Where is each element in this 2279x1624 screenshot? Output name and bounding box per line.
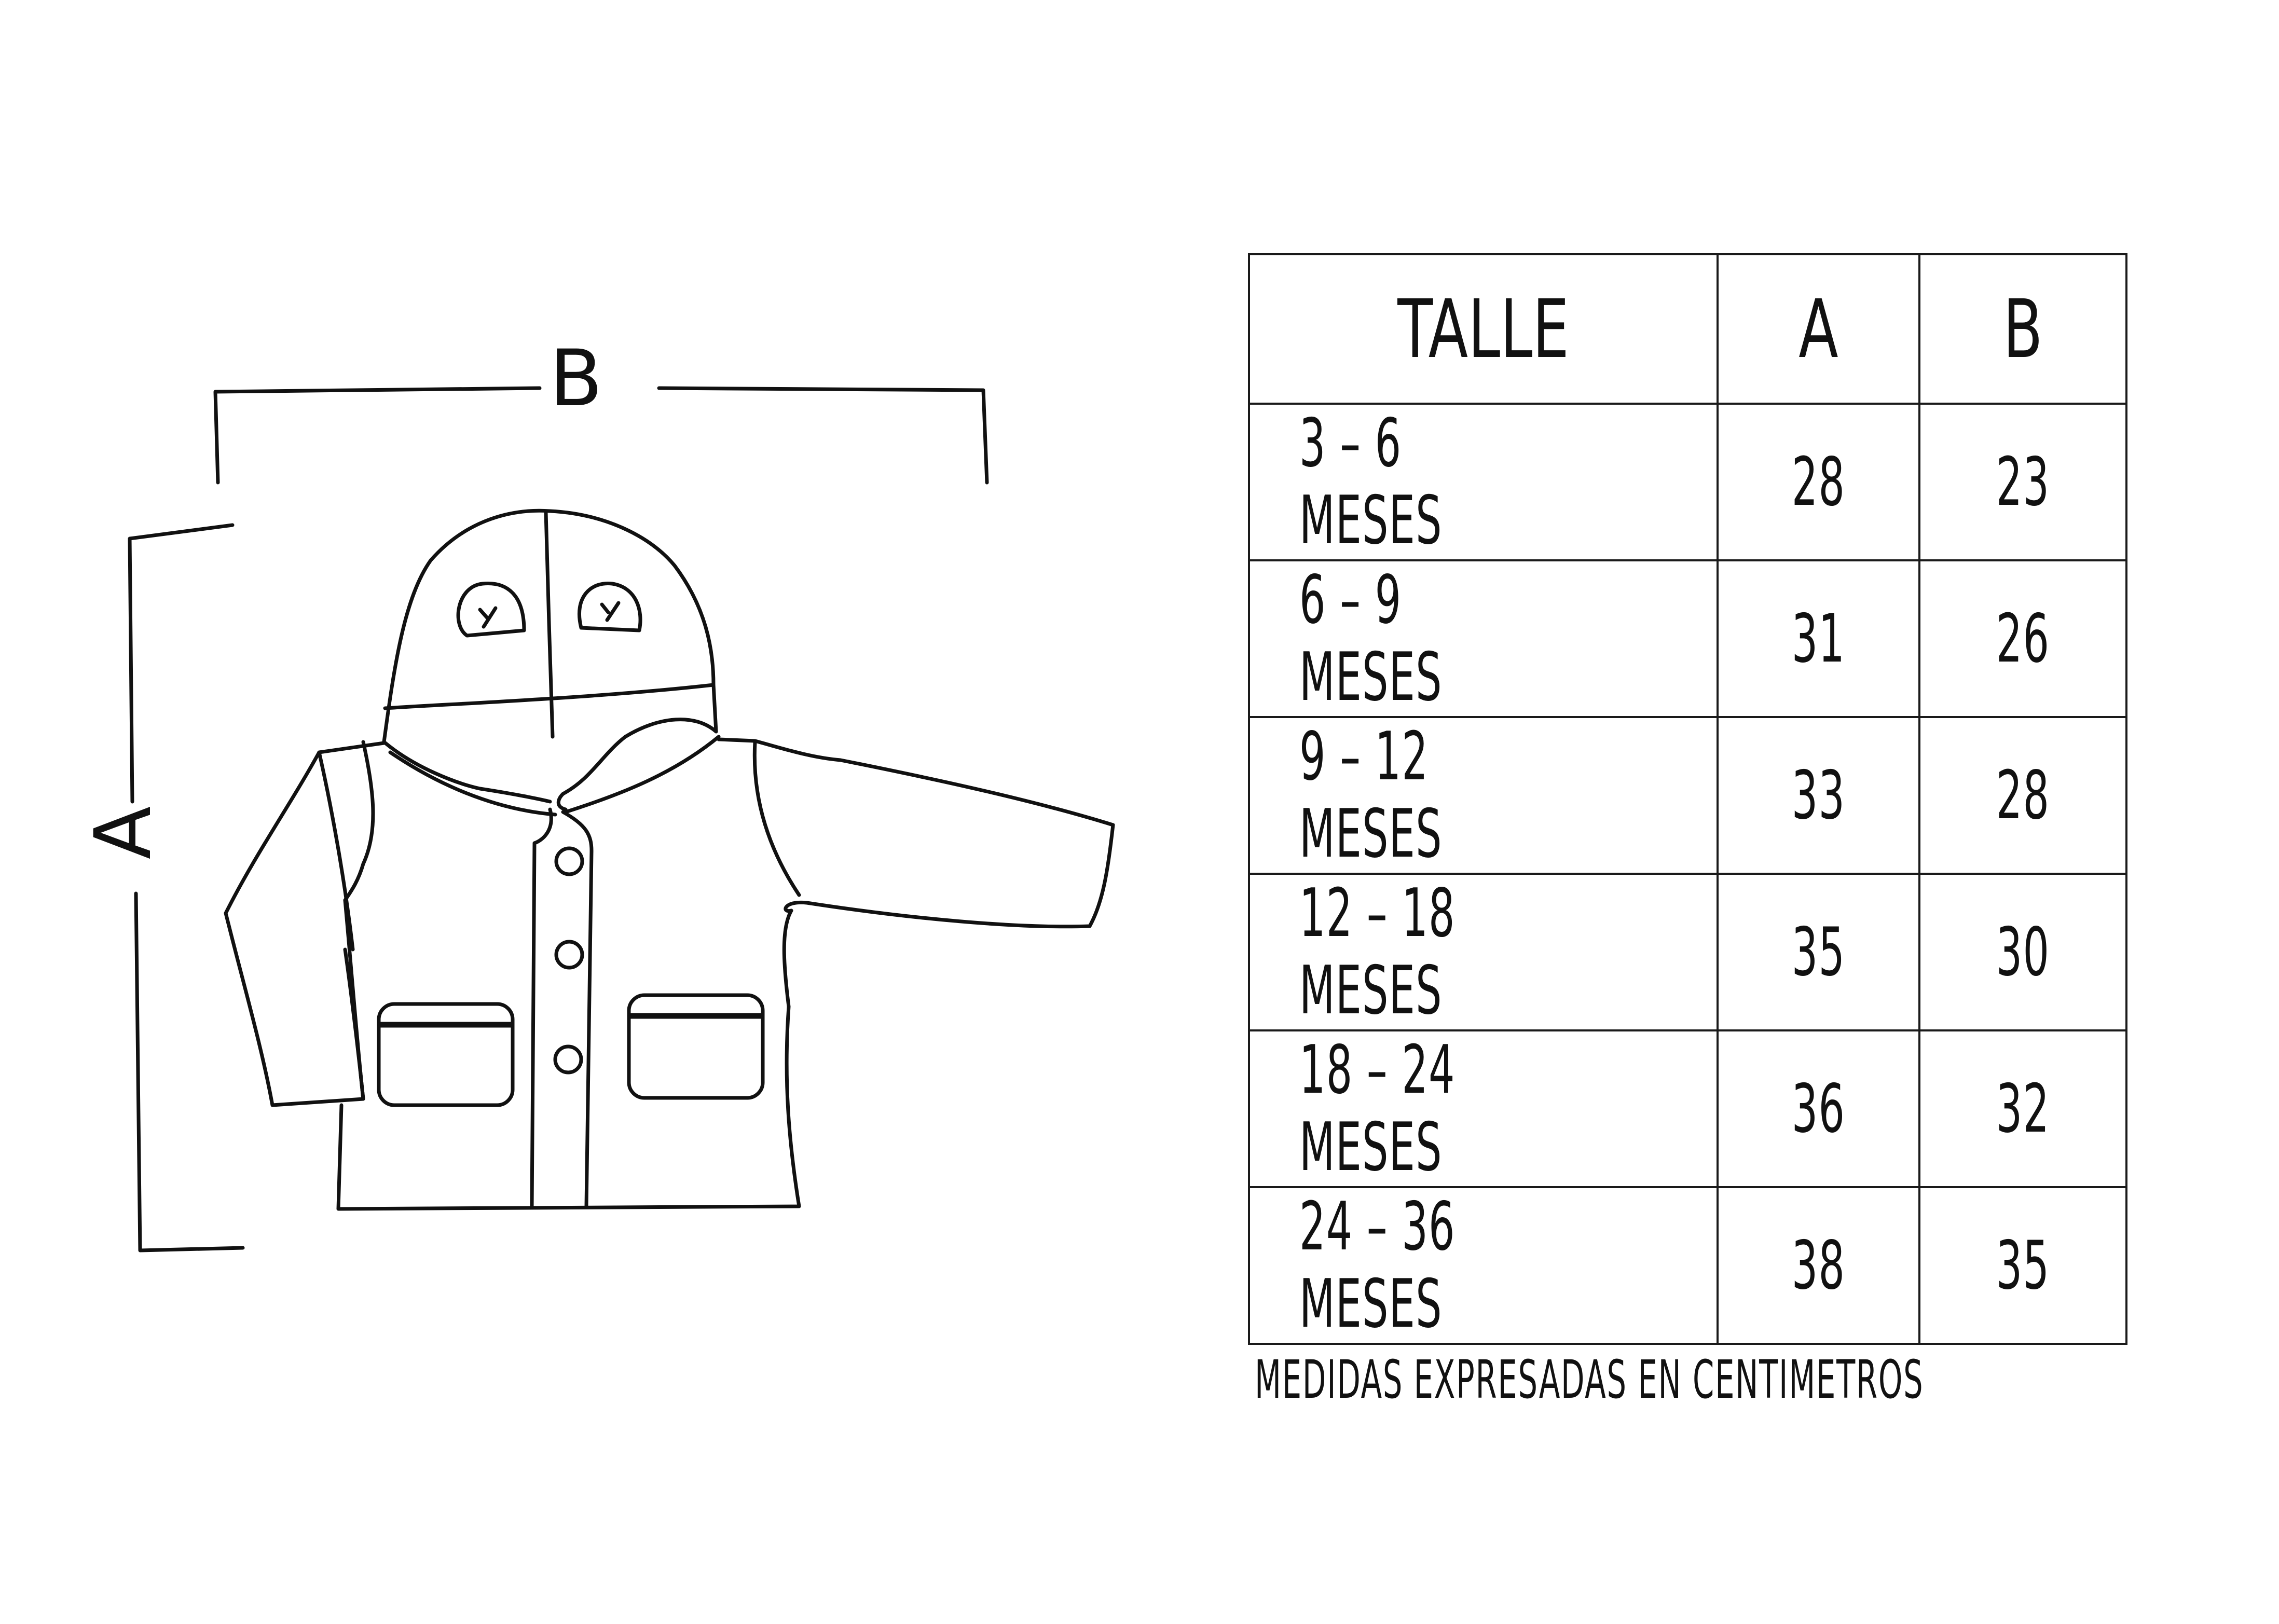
a-cell: 36 <box>1717 1029 1921 1188</box>
right-pocket-icon <box>627 993 765 1100</box>
header-a: A <box>1745 253 1892 405</box>
dimension-b-label: B <box>549 334 603 424</box>
talle-cell: 9 – 12 MESES <box>1247 716 1719 875</box>
a-cell: 31 <box>1717 559 1921 718</box>
talle-cell: 6 – 9 MESES <box>1247 559 1719 718</box>
dimension-a-label: A <box>78 806 169 860</box>
b-cell: 32 <box>1918 1029 2127 1188</box>
b-cell: 28 <box>1918 716 2127 875</box>
button-middle-icon <box>554 940 584 970</box>
b-cell: 26 <box>1918 559 2127 718</box>
talle-cell: 3 – 6 MESES <box>1247 403 1719 561</box>
b-cell: 23 <box>1918 403 2127 561</box>
units-footnote: MEDIDAS EXPRESADAS EN CENTIMETROS <box>1255 1349 1924 1411</box>
right-eye-icon <box>577 581 642 632</box>
a-cell: 35 <box>1717 873 1921 1031</box>
left-eye-icon <box>456 581 526 638</box>
button-top-icon <box>554 846 584 876</box>
dimension-b-bracket <box>213 386 989 485</box>
table-row: 3 – 6 MESES 28 23 <box>1247 403 2127 561</box>
button-bottom-icon <box>553 1044 583 1075</box>
dimension-a-bracket <box>128 523 245 1253</box>
size-table: TALLE A B 3 – 6 MESES 28 23 6 – 9 MESES … <box>1247 253 2127 1345</box>
talle-cell: 24 – 36 MESES <box>1247 1186 1719 1345</box>
jacket-drawing <box>224 508 1115 1211</box>
header-talle: TALLE <box>1314 253 1653 405</box>
table-row: 12 – 18 MESES 35 30 <box>1247 873 2127 1031</box>
table-header-row: TALLE A B <box>1249 253 2126 405</box>
a-cell: 38 <box>1717 1186 1921 1345</box>
a-cell: 33 <box>1717 716 1921 875</box>
left-pocket-icon <box>377 1002 515 1107</box>
a-cell: 28 <box>1717 403 1921 561</box>
table-row: 9 – 12 MESES 33 28 <box>1247 716 2127 875</box>
talle-cell: 12 – 18 MESES <box>1247 873 1719 1031</box>
table-row: 24 – 36 MESES 38 35 <box>1247 1186 2127 1345</box>
table-row: 18 – 24 MESES 36 32 <box>1247 1029 2127 1188</box>
b-cell: 35 <box>1918 1186 2127 1345</box>
header-b: B <box>1947 253 2098 405</box>
table-row: 6 – 9 MESES 31 26 <box>1247 559 2127 718</box>
b-cell: 30 <box>1918 873 2127 1031</box>
talle-cell: 18 – 24 MESES <box>1247 1029 1719 1188</box>
